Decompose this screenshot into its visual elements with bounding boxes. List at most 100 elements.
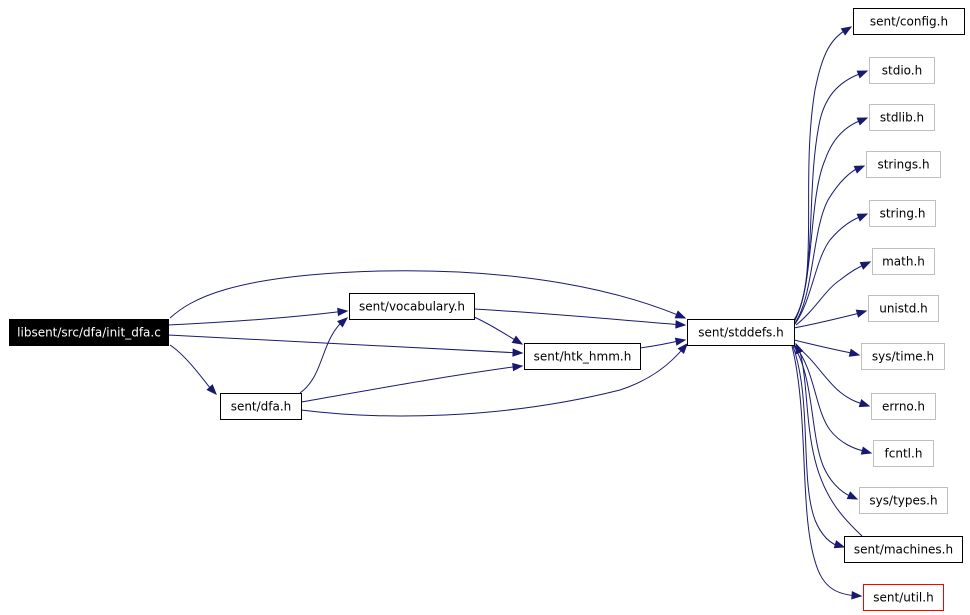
node-box[interactable] xyxy=(871,393,936,420)
edge-stddefs-to-stdlib xyxy=(793,117,869,323)
node-stddefs[interactable]: sent/stddefs.h xyxy=(687,319,795,346)
node-box[interactable] xyxy=(869,104,935,131)
node-label[interactable]: string.h xyxy=(880,207,926,221)
node-box[interactable] xyxy=(859,487,948,514)
node-label[interactable]: sent/config.h xyxy=(870,15,948,29)
edge-line xyxy=(473,316,521,344)
node-label[interactable]: errno.h xyxy=(882,400,925,414)
edge-line xyxy=(300,365,521,403)
edge-stddefs-to-machines xyxy=(792,345,846,549)
edge-vocabulary-to-htk_hmm xyxy=(473,316,524,345)
edge-stddefs-to-strings xyxy=(794,165,866,324)
edge-stddefs-to-string xyxy=(794,213,869,325)
node-label[interactable]: sys/types.h xyxy=(869,494,937,508)
arrowhead-icon xyxy=(337,307,349,317)
node-label[interactable]: strings.h xyxy=(877,158,929,172)
node-box[interactable] xyxy=(861,343,945,370)
edge-line xyxy=(798,347,863,537)
node-label[interactable]: sys/time.h xyxy=(872,350,934,364)
edge-dfa-to-vocabulary xyxy=(299,317,349,394)
node-strings[interactable]: strings.h xyxy=(866,151,941,178)
edge-line xyxy=(795,262,869,326)
node-box[interactable] xyxy=(853,8,965,35)
edge-line xyxy=(167,310,346,326)
edges-layer xyxy=(167,26,873,600)
edge-line xyxy=(793,311,865,329)
arrowhead-icon xyxy=(833,540,846,549)
arrowhead-icon xyxy=(851,591,863,600)
arrowhead-icon xyxy=(511,335,524,345)
edge-line xyxy=(793,345,856,499)
node-box xyxy=(9,319,169,346)
arrowhead-icon xyxy=(674,337,687,346)
node-box[interactable] xyxy=(868,295,939,322)
node-label[interactable]: sent/htk_hmm.h xyxy=(534,350,632,364)
node-label[interactable]: sent/dfa.h xyxy=(231,400,292,414)
arrowhead-icon xyxy=(675,320,687,329)
node-unistd[interactable]: unistd.h xyxy=(868,295,939,322)
node-systime[interactable]: sys/time.h xyxy=(861,343,945,370)
node-fcntl[interactable]: fcntl.h xyxy=(873,440,934,467)
arrowhead-icon xyxy=(856,213,869,222)
node-box[interactable] xyxy=(863,584,944,611)
node-htk_hmm[interactable]: sent/htk_hmm.h xyxy=(524,343,641,370)
node-label[interactable]: math.h xyxy=(882,255,925,269)
arrowhead-icon xyxy=(206,384,217,396)
node-box[interactable] xyxy=(844,536,963,563)
edge-line xyxy=(167,334,521,354)
edge-line xyxy=(300,344,687,417)
edge-stddefs-to-unistd xyxy=(793,309,868,329)
node-root: libsent/src/dfa/init_dfa.c xyxy=(9,319,169,346)
node-box[interactable] xyxy=(687,319,795,346)
edge-stddefs-to-systypes xyxy=(793,345,859,500)
arrowhead-icon xyxy=(512,362,524,372)
nodes-layer: libsent/src/dfa/init_dfa.c sent/vocabular… xyxy=(9,8,965,611)
edge-line xyxy=(793,27,850,321)
node-vocabulary[interactable]: sent/vocabulary.h xyxy=(349,293,475,320)
node-util[interactable]: sent/util.h xyxy=(863,584,944,611)
edge-machines-to-stddefs xyxy=(795,342,863,537)
node-stdlib[interactable]: stdlib.h xyxy=(869,104,935,131)
node-box[interactable] xyxy=(872,248,935,275)
arrowhead-icon xyxy=(795,342,804,355)
node-label[interactable]: stdlib.h xyxy=(880,111,924,125)
node-box[interactable] xyxy=(866,151,941,178)
node-label[interactable]: sent/util.h xyxy=(873,591,933,605)
node-config[interactable]: sent/config.h xyxy=(853,8,965,35)
node-machines[interactable]: sent/machines.h xyxy=(844,536,963,563)
edge-line xyxy=(794,214,866,325)
arrowhead-icon xyxy=(677,342,688,354)
edge-stddefs-to-config xyxy=(793,26,853,321)
edge-stddefs-to-systime xyxy=(793,339,861,357)
arrowhead-icon xyxy=(858,399,871,408)
edge-line xyxy=(169,344,215,394)
edge-line xyxy=(794,345,870,453)
node-box[interactable] xyxy=(349,293,475,320)
node-box[interactable] xyxy=(220,393,302,420)
node-label[interactable]: stdio.h xyxy=(882,64,922,78)
node-box[interactable] xyxy=(869,200,936,227)
node-systypes[interactable]: sys/types.h xyxy=(859,487,948,514)
edge-line xyxy=(299,318,346,394)
node-label[interactable]: unistd.h xyxy=(879,302,928,316)
node-label[interactable]: sent/stddefs.h xyxy=(698,326,783,340)
node-label: libsent/src/dfa/init_dfa.c xyxy=(17,326,161,340)
arrowhead-icon xyxy=(848,348,861,357)
node-label[interactable]: sent/machines.h xyxy=(854,543,953,557)
node-box[interactable] xyxy=(524,343,641,370)
node-label[interactable]: fcntl.h xyxy=(885,447,923,461)
node-label[interactable]: sent/vocabulary.h xyxy=(359,300,465,314)
node-dfa[interactable]: sent/dfa.h xyxy=(220,393,302,420)
edge-htk_hmm-to-stddefs xyxy=(639,337,687,349)
edge-dfa-to-htk_hmm xyxy=(300,362,524,403)
node-errno[interactable]: errno.h xyxy=(871,393,936,420)
node-box[interactable] xyxy=(869,57,935,84)
arrowhead-icon xyxy=(512,348,524,357)
node-math[interactable]: math.h xyxy=(872,248,935,275)
node-box[interactable] xyxy=(873,440,934,467)
node-string[interactable]: string.h xyxy=(869,200,936,227)
arrowhead-icon xyxy=(859,261,872,270)
node-stdio[interactable]: stdio.h xyxy=(869,57,935,84)
edge-stddefs-to-math xyxy=(795,261,872,326)
